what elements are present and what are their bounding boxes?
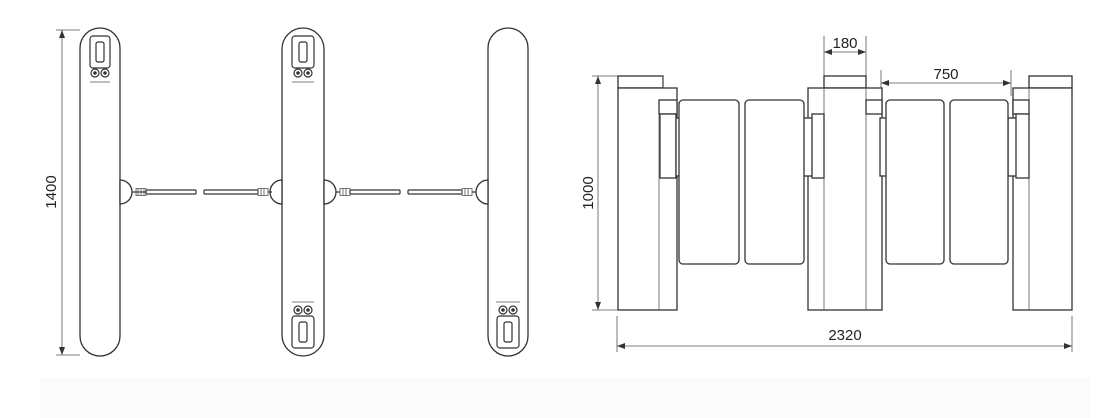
front-view: 1000 2320 180 750 — [580, 35, 1073, 352]
dimension-label-height: 1000 — [580, 176, 597, 209]
cabinet-right — [1007, 75, 1073, 311]
post-middle — [281, 27, 325, 357]
cabinet-middle — [802, 75, 891, 311]
glass-flaps — [678, 99, 1009, 265]
dimension-post-width: 180 — [823, 35, 867, 76]
swing-arms — [132, 188, 476, 196]
dimension-label-passage-width: 750 — [933, 66, 958, 83]
post-left — [79, 27, 121, 357]
top-view: 1400 — [43, 27, 529, 357]
arm-hubs — [119, 179, 489, 205]
dimension-height: 1000 — [580, 75, 618, 311]
dimension-length: 1400 — [43, 29, 80, 356]
dimension-label-post-width: 180 — [832, 35, 857, 52]
dimension-label-total-width: 2320 — [828, 327, 861, 344]
dimension-passage-width: 750 — [880, 66, 1012, 96]
dimension-label-length: 1400 — [43, 175, 60, 208]
footer-band — [40, 378, 1090, 418]
cabinet-left — [617, 75, 687, 311]
dimension-total-width: 2320 — [616, 316, 1073, 352]
post-right — [487, 27, 529, 357]
